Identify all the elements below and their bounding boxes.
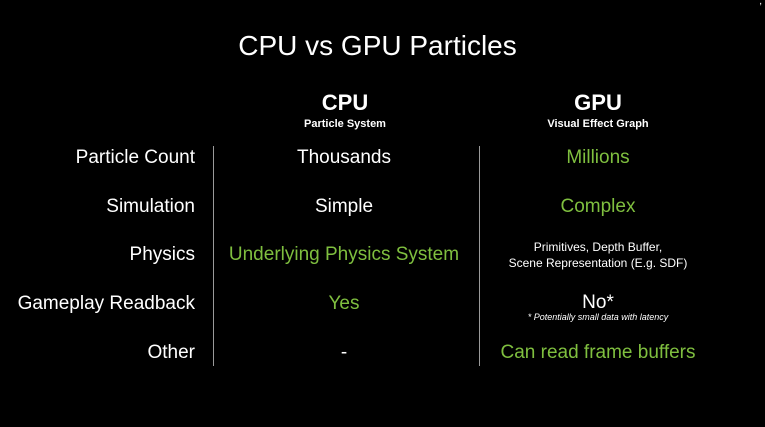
gpu-simulation: Complex bbox=[560, 196, 636, 217]
gpu-readback-value: No* bbox=[582, 292, 614, 313]
cpu-heading: CPU bbox=[321, 90, 369, 115]
gpu-column-header: GPU Visual Effect Graph bbox=[498, 90, 698, 131]
gpu-subheading: Visual Effect Graph bbox=[547, 118, 649, 130]
column-divider bbox=[479, 146, 480, 366]
gpu-readback-footnote: * Potentially small data with latency bbox=[527, 312, 669, 322]
cpu-subheading: Particle System bbox=[304, 118, 386, 130]
cpu-particle-count: Thousands bbox=[296, 147, 391, 168]
gpu-physics-line-1: Primitives, Depth Buffer, bbox=[533, 240, 663, 254]
corner-mark: , bbox=[759, 0, 762, 7]
gpu-physics: Primitives, Depth Buffer, Scene Represen… bbox=[480, 239, 716, 271]
gpu-heading: GPU bbox=[574, 90, 622, 115]
row-label-other: Other bbox=[147, 342, 195, 363]
gpu-other: Can read frame buffers bbox=[500, 342, 696, 363]
cpu-physics: Underlying Physics System bbox=[228, 244, 460, 265]
gpu-particle-count: Millions bbox=[566, 147, 630, 168]
cpu-column-header: CPU Particle System bbox=[245, 90, 445, 131]
row-label-simulation: Simulation bbox=[106, 196, 195, 217]
row-label-gameplay-readback: Gameplay Readback bbox=[17, 293, 195, 314]
cpu-simulation: Simple bbox=[314, 196, 374, 217]
gpu-physics-line-2: Scene Representation (E.g. SDF) bbox=[508, 256, 688, 270]
label-divider bbox=[213, 146, 214, 366]
row-label-particle-count: Particle Count bbox=[75, 147, 195, 168]
cpu-other: - bbox=[340, 342, 348, 363]
row-label-physics: Physics bbox=[129, 244, 195, 265]
cpu-gameplay-readback: Yes bbox=[328, 293, 360, 314]
slide-title: CPU vs GPU Particles bbox=[238, 30, 517, 61]
gpu-gameplay-readback: No* * Potentially small data with latenc… bbox=[480, 292, 716, 322]
